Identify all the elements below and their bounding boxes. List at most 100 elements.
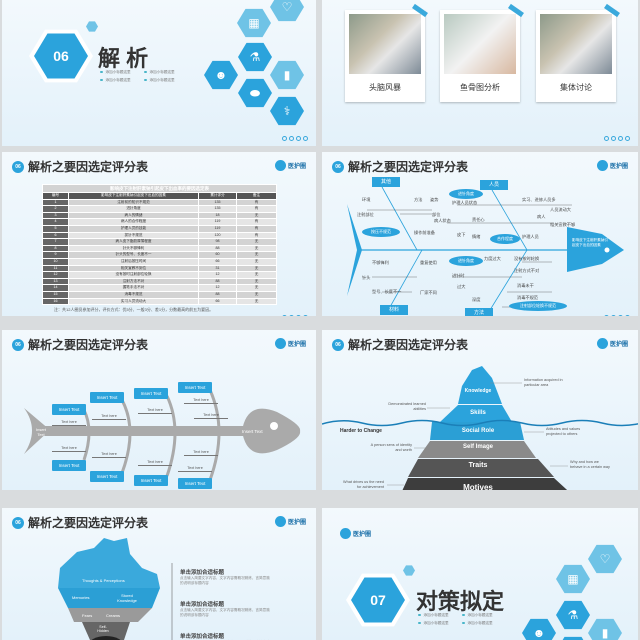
logo-icon [274,338,286,349]
slide-title: 解析之要因选定评分表 [28,338,149,352]
table-cell: 没有按时注射部位轮换 [68,271,199,279]
text-here-label: Text here [194,413,228,419]
photo-image [444,14,516,74]
table-cell: 10 [42,257,69,266]
section-badge: 06 [12,161,24,173]
insert-text-box: Insert Text [52,404,86,415]
photo-card-brainstorm[interactable]: 头脑风暴 [345,10,425,102]
section-badge: 06 [332,161,344,173]
cause-label: 姿势 [430,197,439,202]
cause-label: 相关宣教不够 [550,222,576,227]
slide-photos[interactable]: 头脑风暴 鱼骨图分析 集体讨论 [322,0,638,146]
table-cell: 88 [198,277,237,286]
insert-text-box: Insert Text [134,475,168,486]
slide-section-06[interactable]: 06 解 析 添加小标题这里 添加小标题这里 添加小标题这里 添加小标题这里 ♡… [2,0,316,146]
table-cell: 病人的合作程度 [68,218,199,226]
slide-score-table[interactable]: 06 解析之要因选定评分表 医护圈 影响皮下注射肝素钠引起皮下出血率的要因选定表… [2,152,316,316]
text-here-label: Text here [178,466,212,472]
table-caption: 影响皮下注射肝素钠引起皮下出血率的要因选定表 [42,184,277,193]
table-cell: 4 [42,218,69,226]
insert-text-box: Insert Text [134,388,168,399]
cause-label: 消毒不规范 [517,295,538,300]
slide-fishbone-analysis[interactable]: 06 解析之要因选定评分表 医护圈 其他 人员 材料 方法 按压不规范 进针角度… [322,152,638,316]
subtitle-item: 添加小标题这里 [144,70,188,75]
category-box-material: 材料 [380,305,408,315]
annotation: Information acquired in particular area [524,378,563,387]
slide-fishbone-template[interactable]: 06 解析之要因选定评分表 医护圈 Insert Text Insert Tex… [2,330,316,490]
cause-label: 消毒未干 [517,283,534,288]
cause-label: 力度过大 [484,256,501,261]
column-header: 影响皮下注射肝素钠引起皮下出血的因素 [68,192,199,200]
table-cell: 120 [198,231,237,240]
section-badge: 06 [12,339,24,351]
slide-section-07[interactable]: 医护圈 07 对策拟定 添加小标题这里 添加小标题这里 添加小标题这里 添加小标… [322,508,638,640]
cause-label: 环境 [362,197,371,202]
logo: 医护圈 [274,160,306,171]
region-memories [58,588,160,608]
subtitle-item: 添加小标题这里 [418,613,462,618]
table-cell: 119 [198,218,237,226]
column-header: 备注 [236,192,277,200]
table-cell: 3 [42,211,69,220]
table-cell: 无 [236,277,277,286]
iceberg-layer-label: Skills [470,410,486,416]
cause-label: 责任心 [472,217,485,222]
section-number-hex: 07 [351,577,405,623]
insert-text-box: Insert Text [52,460,86,471]
table-cell: 无 [236,211,277,220]
table-cell: 消毒不规范 [68,290,199,299]
iceberg-head-shape [58,538,173,640]
table-cell: 15 [42,290,69,299]
table-cell: 16 [42,297,69,306]
slide-iceberg-items[interactable]: 06 解析之要因选定评分表 医护圈 Thoughts & Perceptions… [2,508,316,640]
subtitle-item: 添加小标题这里 [418,621,462,626]
fish-head [567,227,624,272]
photo-card-fishbone[interactable]: 鱼骨图分析 [440,10,520,102]
test-tube-icon: ▮ [270,60,304,90]
text-here-label: Text here [52,446,86,452]
category-box-other: 其他 [372,177,400,187]
iceberg-layer-label: Knowledge [464,388,492,394]
logo-text: 医护圈 [609,164,628,170]
fish-tail [347,204,362,296]
table-cell: 无 [236,238,277,246]
fish-eye [270,422,278,430]
table-cell: 8 [42,244,69,253]
table-cell: 无 [236,297,277,306]
table-cell: 1 [42,198,69,207]
table-cell: 有 [236,218,277,226]
cause-label: 部位 [432,212,441,217]
slide-title: 解析之要因选定评分表 [28,516,149,530]
region-label: Memories [72,595,90,600]
waterline [322,419,638,427]
logo: 医护圈 [340,528,371,539]
logo-text: 医护圈 [609,342,628,348]
iceberg-layer [418,441,536,458]
table-cell: 无 [236,284,277,292]
table-cell: 无 [236,244,277,253]
table-cell: 9 [42,251,69,259]
region-label: Stored Knowledge [117,593,137,603]
iceberg-layer [440,405,512,422]
annotation: Attitudes and values projected to others [546,427,581,436]
photo-card-discussion[interactable]: 集体讨论 [536,10,616,102]
table-cell: 6 [42,231,69,240]
table-cell: 针头不够锋利 [68,244,199,253]
text-here-label: Text here [92,452,126,458]
logo-text: 医护圈 [287,342,306,348]
cause-label: 型号、长度不一 [372,289,402,294]
insert-text-box: Insert Text [178,478,212,489]
cause-label: 过大 [457,284,466,289]
logo-icon [340,528,351,539]
table-cell: 进针角度 [68,205,199,213]
logo-text: 医护圈 [287,520,306,526]
cause-label: 重复使用 [420,260,437,265]
table-cell: 119 [198,224,237,233]
table-cell: 实习人员流动大 [68,297,199,306]
table-cell: 135 [198,198,237,207]
text-here-label: Text here [138,460,172,466]
